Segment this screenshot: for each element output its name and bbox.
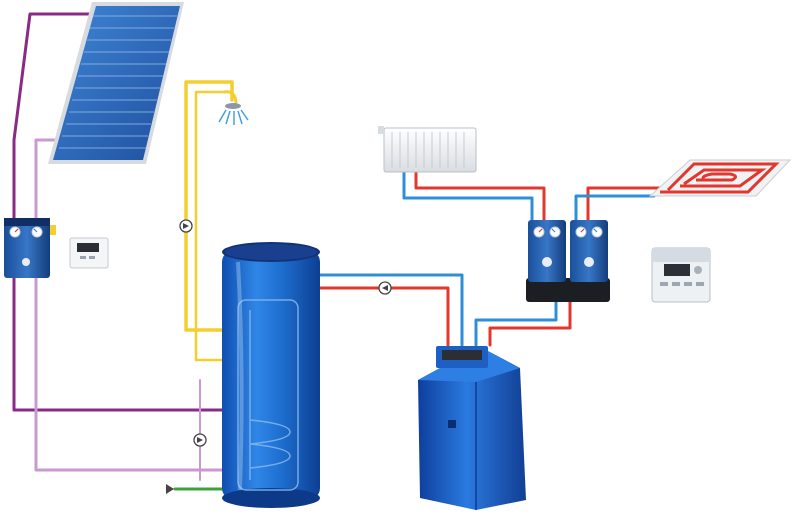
- floor-return-pipe: [574, 194, 656, 224]
- cold-water-arrow-icon: [166, 484, 174, 494]
- radiator-flow-pipe: [414, 168, 546, 224]
- shower-icon: [218, 90, 249, 125]
- solar-circuit-pump-icon: [193, 433, 207, 447]
- pump-station-icon: [4, 218, 56, 278]
- boiler-heating-return-pipe: [474, 298, 558, 347]
- solar-panel-icon: [48, 2, 184, 164]
- control-unit-icon: [651, 247, 711, 303]
- tank-boiler-return-pipe: [316, 273, 464, 347]
- storage-tank-icon: [222, 242, 320, 508]
- floor-heating-icon: [648, 159, 792, 197]
- dhw-circulation-pump-icon: [179, 219, 193, 233]
- tank-charging-pump-icon: [378, 281, 392, 295]
- floor-flow-pipe: [586, 186, 662, 224]
- boiler-icon: [418, 346, 526, 510]
- tank-boiler-flow-pipe: [298, 286, 450, 347]
- radiator-icon: [378, 126, 477, 173]
- hot-water-circulation-pipe: [194, 90, 226, 362]
- radiator-return-pipe: [402, 168, 534, 224]
- solar-flow-pipe: [12, 12, 224, 412]
- controller-icon: [69, 237, 109, 269]
- solar-return-pipe: [34, 138, 224, 472]
- boiler-heating-flow-pipe: [488, 298, 572, 347]
- pump-group-icon: [526, 220, 610, 302]
- hot-water-pipe: [184, 80, 234, 332]
